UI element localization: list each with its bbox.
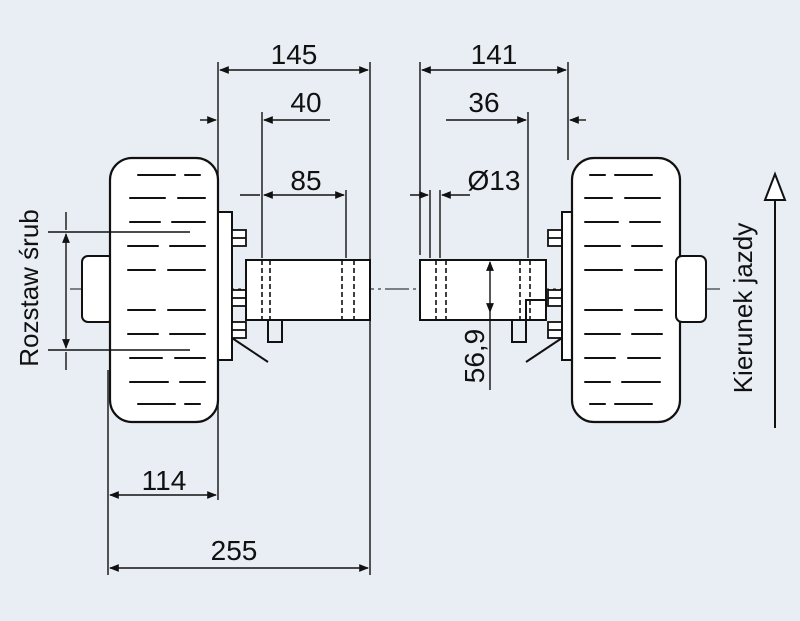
dim-145: 145 xyxy=(271,39,318,70)
dim-114: 114 xyxy=(142,465,187,496)
arrow-up-icon xyxy=(763,171,787,428)
left-bolts xyxy=(231,229,247,339)
dim-141: 141 xyxy=(471,39,518,70)
dim-36: 36 xyxy=(468,87,499,118)
left-axle-tube xyxy=(245,259,371,321)
right-hub-cap xyxy=(675,255,707,323)
dim-40: 40 xyxy=(290,87,321,118)
left-brake-plate xyxy=(217,211,233,361)
bolt-spacing-label: Rozstaw śrub xyxy=(14,209,44,367)
left-tread xyxy=(127,174,206,405)
right-wheel-assembly xyxy=(419,156,707,424)
dim-hole-diameter: Ø13 xyxy=(468,165,521,196)
right-bolts xyxy=(547,229,563,339)
left-wheel-assembly xyxy=(81,156,371,424)
dim-255: 255 xyxy=(211,535,258,566)
travel-direction-label: Kierunek jazdy xyxy=(728,223,758,394)
dim-85: 85 xyxy=(290,165,321,196)
right-tread xyxy=(584,174,663,405)
right-axle-tube xyxy=(419,259,547,321)
dim-56-9: 56,9 xyxy=(459,329,490,384)
right-bracket xyxy=(511,299,546,343)
dimension-lines xyxy=(48,62,586,575)
